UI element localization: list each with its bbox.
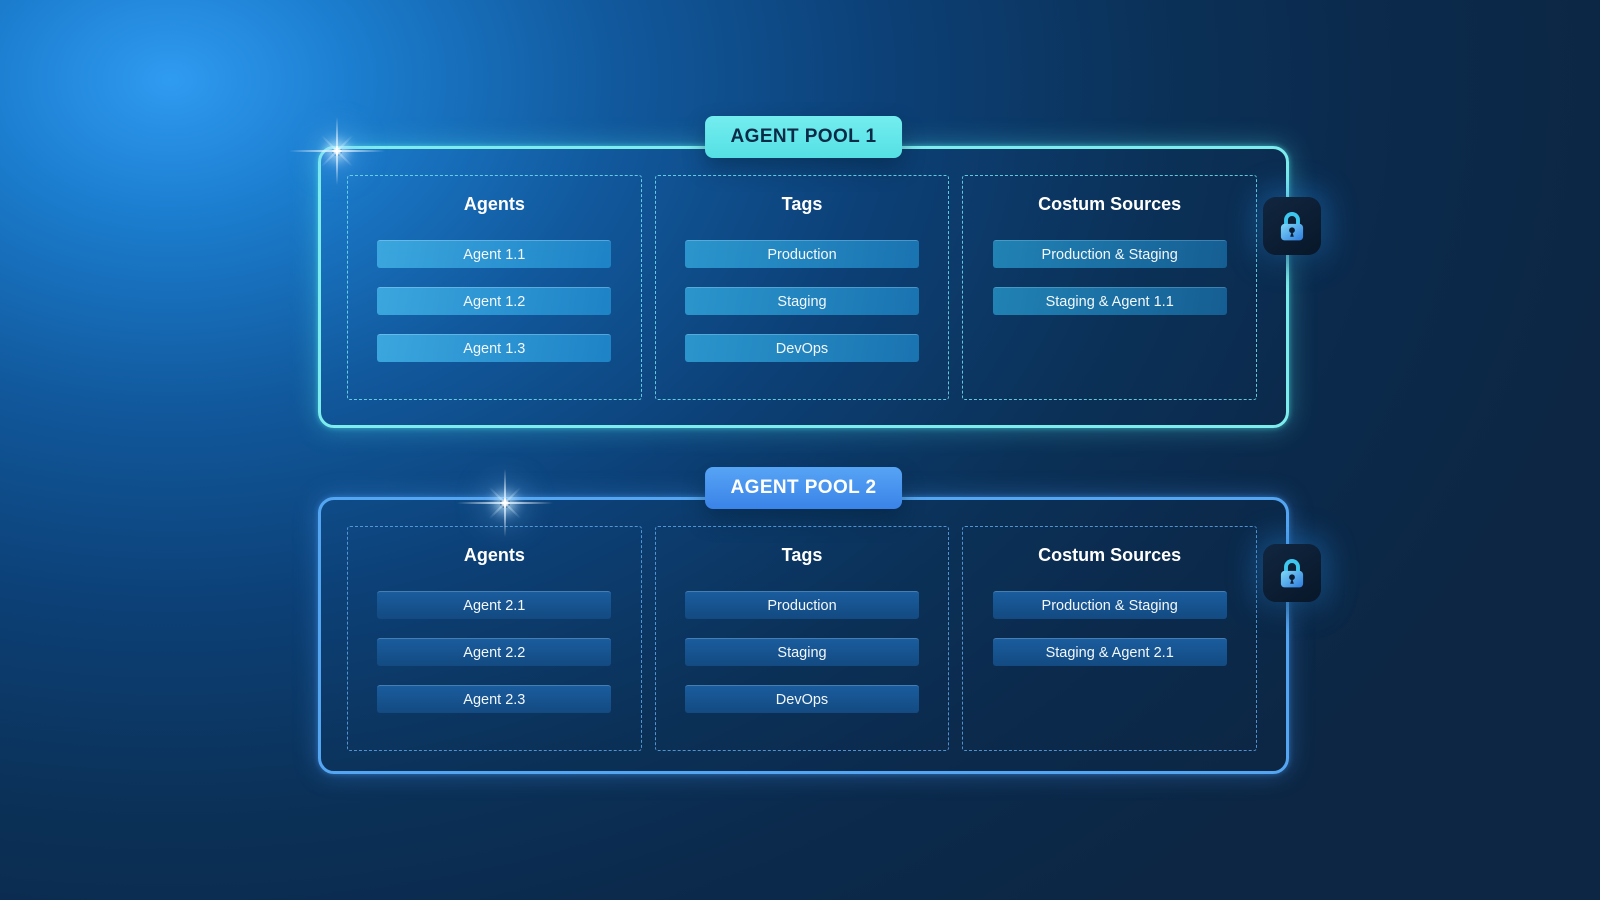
pool1-tag-bar: Production — [685, 240, 919, 268]
agent-pool-2-title-badge: AGENT POOL 2 — [704, 467, 903, 509]
lock-icon — [1274, 208, 1310, 244]
pool1-tag-bar: DevOps — [685, 334, 919, 362]
pool2-agent-bar: Agent 2.2 — [377, 638, 612, 666]
pool2-costum-sources-title: Costum Sources — [1038, 545, 1182, 565]
pool1-agents-title: Agents — [463, 194, 525, 214]
pool2-tags-title: Tags — [781, 545, 823, 565]
pool1-tags-section: Tags Production Staging DevOps — [654, 175, 950, 400]
pool2-tag-bar: DevOps — [685, 685, 919, 713]
pool1-costum-source-bar: Production & Staging — [992, 240, 1227, 268]
agent-pool-2-sections: Agents Agent 2.1 Agent 2.2 Agent 2.3 Tag… — [347, 526, 1258, 751]
pool2-lock-badge — [1263, 544, 1321, 602]
pool1-tags-title: Tags — [781, 194, 823, 214]
pool1-costum-sources-title: Costum Sources — [1038, 194, 1182, 214]
pool2-costum-source-bar: Production & Staging — [992, 591, 1227, 619]
pool1-agent-bar: Agent 1.2 — [377, 287, 612, 315]
pool2-costum-source-bar: Staging & Agent 2.1 — [992, 638, 1227, 666]
pool1-costum-sources-section: Costum Sources Production & Staging Stag… — [962, 175, 1258, 400]
pool1-lock-badge — [1263, 197, 1321, 255]
pool1-costum-source-bar: Staging & Agent 1.1 — [992, 287, 1227, 315]
pool1-agent-bar: Agent 1.1 — [377, 240, 612, 268]
pool2-agent-bar: Agent 2.1 — [377, 591, 612, 619]
agent-pool-1: AGENT POOL 1 Agents Agent 1.1 Agent 1.2 … — [318, 116, 1289, 428]
agent-pool-2: AGENT POOL 2 Agents Agent 2.1 Agent 2.2 … — [318, 467, 1289, 774]
pool2-tag-bar: Staging — [685, 638, 919, 666]
pool2-agents-title: Agents — [463, 545, 525, 565]
pool2-costum-sources-section: Costum Sources Production & Staging Stag… — [962, 526, 1258, 751]
lock-icon — [1274, 555, 1310, 591]
agent-pool-1-sections: Agents Agent 1.1 Agent 1.2 Agent 1.3 Tag… — [347, 175, 1258, 400]
pool2-tag-bar: Production — [685, 591, 919, 619]
pool2-tags-section: Tags Production Staging DevOps — [654, 526, 950, 751]
pool1-tag-bar: Staging — [685, 287, 919, 315]
pool2-agents-section: Agents Agent 2.1 Agent 2.2 Agent 2.3 — [347, 526, 642, 751]
pool1-agent-bar: Agent 1.3 — [377, 334, 612, 362]
pool1-agents-section: Agents Agent 1.1 Agent 1.2 Agent 1.3 — [347, 175, 642, 400]
pool2-agent-bar: Agent 2.3 — [377, 685, 612, 713]
agent-pool-1-title-badge: AGENT POOL 1 — [704, 116, 903, 158]
